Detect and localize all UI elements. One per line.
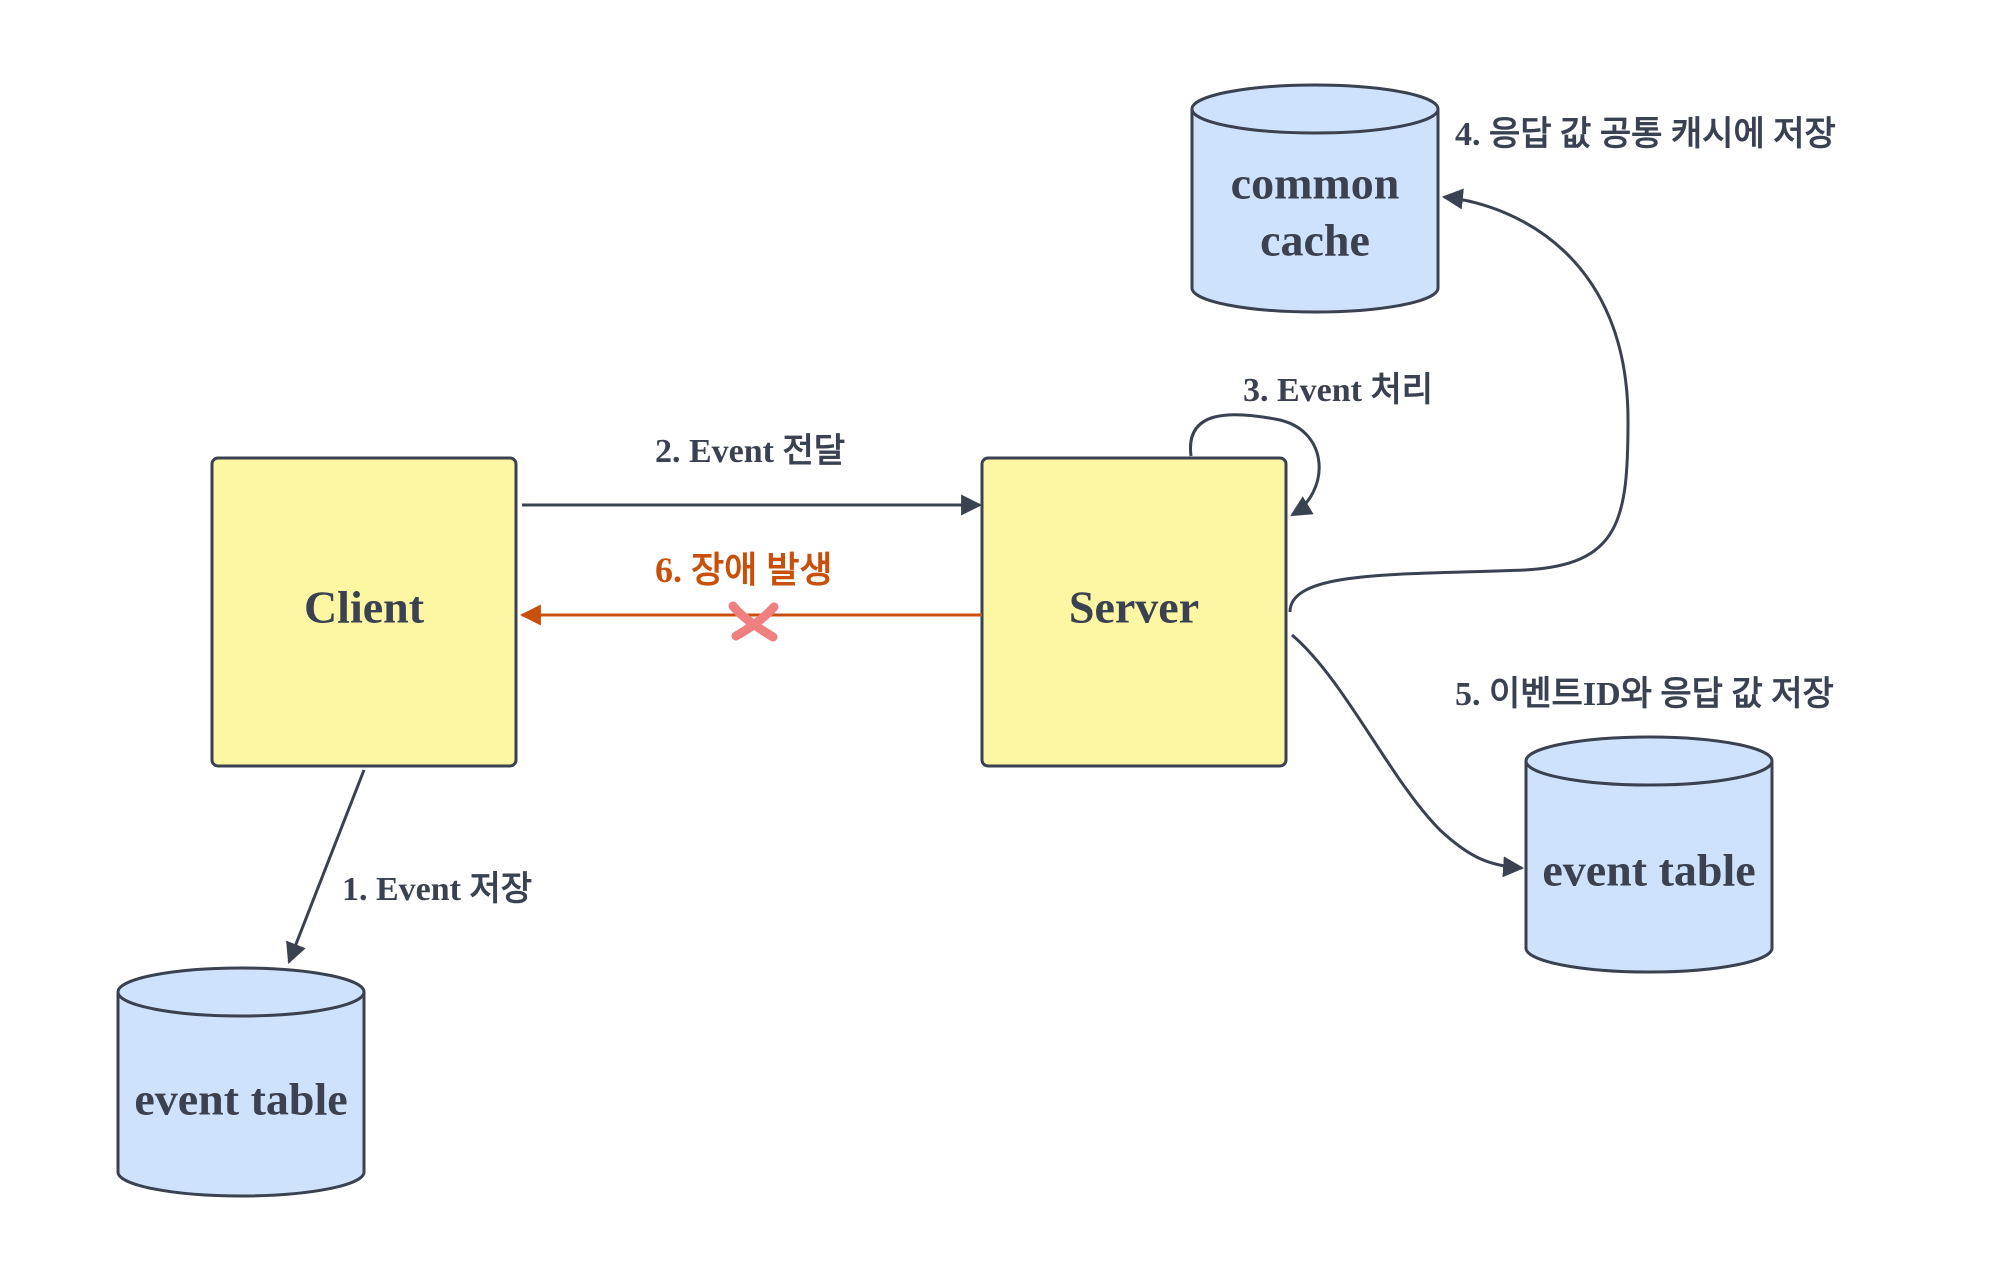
edge-store-event-id-arrow bbox=[1291, 633, 1525, 878]
client-node: Client bbox=[210, 456, 518, 768]
common-cache-label-line1: common bbox=[1231, 158, 1400, 209]
edge-process-event-loop bbox=[1189, 413, 1321, 517]
edge-failure-label: 6. 장애 발생 bbox=[655, 550, 832, 590]
edge-process-event-label: 3. Event 처리 bbox=[1243, 371, 1433, 409]
server-node: Server bbox=[980, 456, 1288, 768]
common-cache-database: common cache bbox=[1190, 83, 1440, 314]
client-label: Client bbox=[304, 582, 425, 633]
edge-send-event-label: 2. Event 전달 bbox=[655, 432, 845, 470]
edge-save-event-arrow bbox=[286, 769, 366, 964]
server-event-table-label: event table bbox=[1542, 845, 1755, 896]
x-mark-icon bbox=[728, 601, 779, 642]
server-label: Server bbox=[1069, 582, 1199, 633]
edge-save-event-label: 1. Event 저장 bbox=[342, 870, 532, 908]
client-event-table-label: event table bbox=[134, 1074, 347, 1125]
edge-store-event-id-label: 5. 이벤트ID와 응답 값 저장 bbox=[1455, 675, 1834, 713]
server-event-table-database: event table bbox=[1524, 735, 1774, 974]
edge-store-cache-label: 4. 응답 값 공통 캐시에 저장 bbox=[1455, 115, 1836, 153]
client-event-table-database: event table bbox=[116, 966, 366, 1198]
edge-store-cache-arrow bbox=[1288, 188, 1630, 613]
common-cache-label-line2: cache bbox=[1260, 215, 1370, 266]
